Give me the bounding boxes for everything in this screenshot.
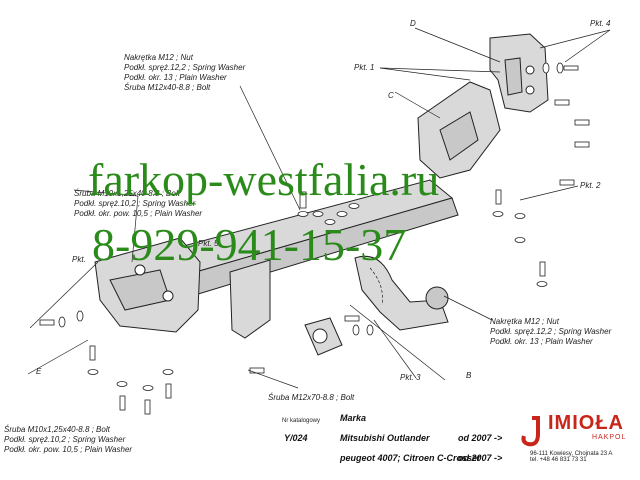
logo-hook-icon: [521, 416, 540, 447]
label-b: B: [466, 371, 472, 380]
crossbar: [148, 179, 459, 339]
label-pkt3: Pkt. 3: [400, 373, 421, 382]
watermark-phone: 8-929-941-15-37: [92, 219, 407, 270]
tow-ball: [354, 255, 449, 331]
note-bottom-bolt: Śruba M12x70-8.8 ; Bolt: [268, 393, 355, 402]
catalog-label: Nr katalogowy: [282, 418, 320, 424]
catalog-number: Y/024: [284, 433, 308, 443]
car-2: peugeot 4007; Citroen C-Crosser: [339, 453, 481, 463]
label-pkt1: Pkt. 1: [354, 63, 374, 72]
logo-sub: HAKPOL: [592, 434, 627, 441]
car-1-year: od 2007 ->: [458, 433, 503, 443]
svg-text:Podkł. okr. 13 ; Plain Washer: Podkł. okr. 13 ; Plain Washer: [124, 73, 227, 82]
label-d: D: [410, 19, 416, 28]
svg-text:Podkł. spręż.12,2 ; Spring Was: Podkł. spręż.12,2 ; Spring Washer: [490, 327, 612, 336]
svg-text:Podkł. okr. pow. 10,5 ; Plain: Podkł. okr. pow. 10,5 ; Plain Washer: [74, 209, 202, 218]
svg-text:Podkł. spręż.12,2 ; Spring Was: Podkł. spręż.12,2 ; Spring Washer: [124, 63, 246, 72]
svg-text:Nakrętka M12 ; Nut: Nakrętka M12 ; Nut: [490, 317, 560, 326]
hakpol-logo: IMIOŁA HAKPOL: [518, 412, 636, 472]
note-top-left: Nakrętka M12 ; Nut Podkł. spręż.12,2 ; S…: [124, 53, 246, 92]
svg-text:Podkł. okr. pow. 10,5 ; Plain: Podkł. okr. pow. 10,5 ; Plain Washer: [4, 445, 132, 454]
svg-text:Śruba M12x40-8.8 ; Bolt: Śruba M12x40-8.8 ; Bolt: [124, 83, 211, 92]
svg-text:Podkł. spręż.10,2 ; Spring Was: Podkł. spręż.10,2 ; Spring Washer: [74, 199, 196, 208]
car-1: Mitsubishi Outlander: [340, 433, 430, 443]
note-right: Nakrętka M12 ; Nut Podkł. spręż.12,2 ; S…: [490, 317, 612, 346]
label-pkt2: Pkt. 2: [580, 181, 601, 190]
label-e: E: [36, 367, 42, 376]
bracket-e: [94, 237, 201, 333]
svg-text:Śruba M10x1,25x40-8.8 ; Bolt: Śruba M10x1,25x40-8.8 ; Bolt: [74, 189, 181, 198]
svg-text:Nakrętka M12 ; Nut: Nakrętka M12 ; Nut: [124, 53, 194, 62]
logo-word: IMIOŁA: [548, 412, 624, 434]
label-pkt-left: Pkt.: [72, 255, 86, 264]
note-mid-left: Śruba M10x1,25x40-8.8 ; Bolt Podkł. sprę…: [74, 189, 202, 218]
bracket-c: [417, 81, 501, 179]
watermark-site: farkop-westfalia.ru: [88, 154, 440, 205]
bracket-d: [489, 33, 549, 113]
leader-lines: [27, 27, 611, 389]
marka-label: Marka: [340, 413, 366, 423]
note-bottom-left: Śruba M10x1,25x40-8.8 ; Bolt Podkł. sprę…: [4, 425, 132, 454]
label-c: C: [388, 91, 394, 100]
socket-plate: [304, 317, 343, 356]
svg-text:Podkł. okr. 13 ; Plain Washer: Podkł. okr. 13 ; Plain Washer: [490, 337, 593, 346]
logo-address: 96-111 Kowiesy, Chojnata 23 A tel. +48 4…: [530, 451, 613, 463]
label-pkt4: Pkt. 4: [590, 19, 611, 28]
label-pkt5: Pkt. 5: [198, 239, 219, 248]
svg-text:Podkł. spręż.10,2 ; Spring Was: Podkł. spręż.10,2 ; Spring Washer: [4, 435, 126, 444]
car-2-year: od 2007 ->: [458, 453, 503, 463]
svg-text:Śruba M10x1,25x40-8.8 ; Bolt: Śruba M10x1,25x40-8.8 ; Bolt: [4, 425, 111, 434]
